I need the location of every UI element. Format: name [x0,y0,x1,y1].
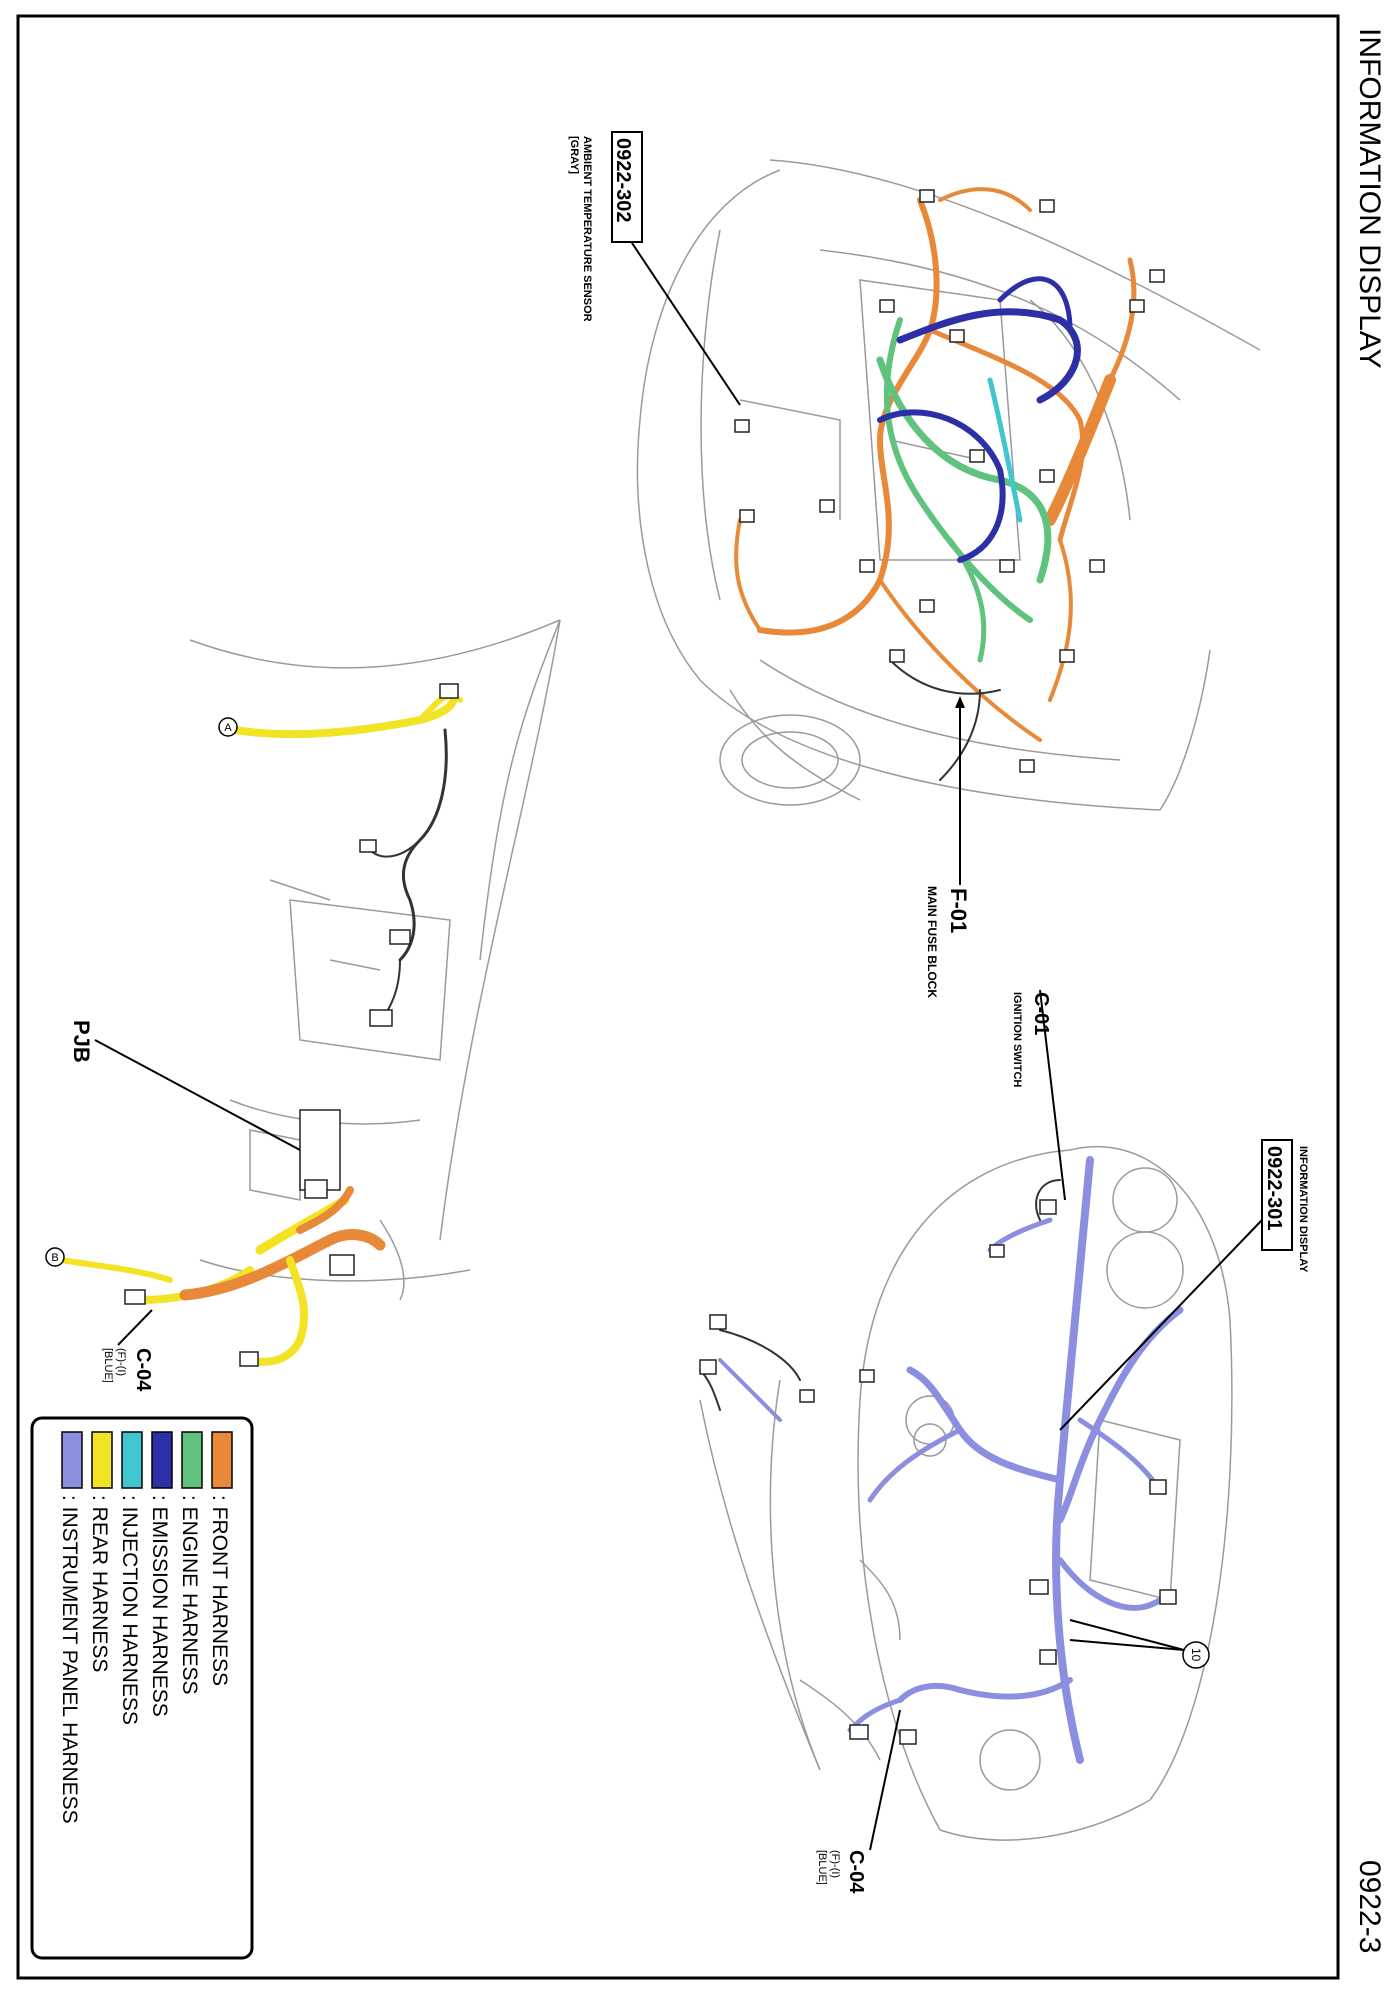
ignition-code: C-01 [1030,992,1052,1035]
page-title: INFORMATION DISPLAY [1353,28,1386,369]
legend-swatch-rear [91,1431,113,1489]
rear-area-outline [189,619,561,1301]
instrument-panel-outline [699,1145,1233,1841]
info-display-code: 0922-301 [1263,1146,1285,1231]
c04-right-line1: (F)-(I) [829,1850,841,1878]
instrument-panel-connectors [699,1199,1177,1745]
engine-bay-connectors [734,189,1165,773]
info-display-label: INFORMATION DISPLAY [1297,1146,1309,1273]
pjb-code: PJB [69,1020,94,1063]
rear-area-harnesses [57,686,463,1366]
c04-right-line2: [BLUE] [816,1850,828,1885]
callout-pjb: PJB [69,1020,301,1151]
marker-b: B [45,1247,65,1267]
page-number: 0922-3 [1353,1860,1386,1953]
legend-label-injection: : INJECTION HARNESS [118,1495,141,1725]
legend-label-front: : FRONT HARNESS [208,1495,231,1686]
svg-text:B: B [51,1252,58,1264]
ambient-sensor-label: AMBIENT TEMPERATURE SENSOR [581,136,593,322]
main-fuse-code: F-01 [946,888,971,933]
svg-text:10: 10 [1189,1648,1203,1662]
legend-swatch-emission [151,1431,173,1489]
legend-swatch-instrument [61,1431,83,1489]
callout-main-fuse-block: F-01 MAIN FUSE BLOCK [925,696,971,998]
marker-10: 10 [1069,1619,1210,1669]
ignition-label: IGNITION SWITCH [1011,992,1023,1087]
main-fuse-label: MAIN FUSE BLOCK [925,886,939,998]
c04-left-line1: (F)-(I) [115,1348,127,1376]
ambient-sensor-code: 0922-302 [612,138,634,223]
marker-a: A [218,717,238,737]
legend-label-engine: : ENGINE HARNESS [178,1495,201,1695]
callout-information-display: 0922-301 INFORMATION DISPLAY [1059,1139,1309,1431]
page-frame [16,14,1340,1980]
callout-c04-right: C-04 (F)-(I) [BLUE] [816,1709,901,1894]
legend-label-emission: : EMISSION HARNESS [148,1495,171,1717]
svg-text:A: A [224,722,232,734]
callout-ambient-temperature-sensor: 0922-302 AMBIENT TEMPERATURE SENSOR [GRA… [568,131,741,406]
legend-swatch-injection [121,1431,143,1489]
legend-swatch-front [211,1431,233,1489]
legend-label-rear: : REAR HARNESS [88,1495,111,1672]
harness-legend: : FRONT HARNESS : ENGINE HARNESS : EMISSIO… [30,1416,254,1960]
callout-c04-left: C-04 (F)-(I) [BLUE] [102,1309,154,1392]
legend-swatch-engine [181,1431,203,1489]
legend-label-instrument: : INSTRUMENT PANEL HARNESS [58,1495,81,1824]
callout-ignition-switch: C-01 IGNITION SWITCH [1011,989,1066,1201]
c04-right-code: C-04 [845,1850,867,1894]
legend-box [30,1416,254,1960]
engine-bay-outline [636,159,1261,811]
c04-left-line2: [BLUE] [102,1348,114,1383]
engine-bay-illustration [636,159,1261,811]
instrument-panel-illustration [699,1145,1233,1841]
c04-left-code: C-04 [132,1348,154,1392]
ambient-sensor-color: [GRAY] [568,136,580,174]
rear-area-illustration: A B [45,619,561,1367]
engine-bay-harnesses [734,187,1137,781]
